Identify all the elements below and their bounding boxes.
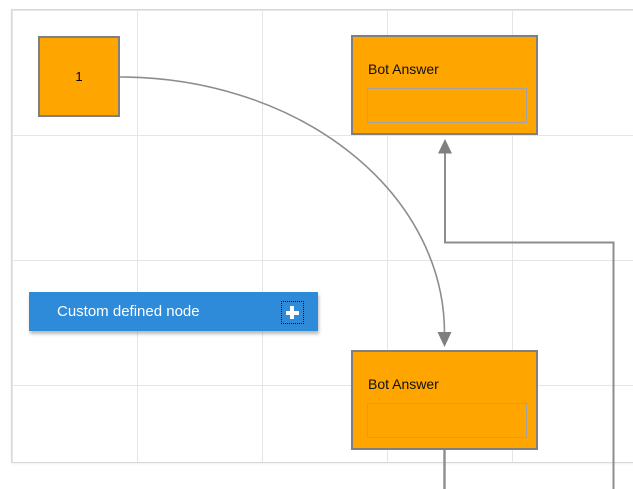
node-bot-answer-bottom[interactable]: Bot Answer	[351, 350, 538, 450]
bot-answer-top-title: Bot Answer	[368, 61, 439, 77]
bot-answer-bottom-title: Bot Answer	[368, 376, 439, 392]
bot-answer-top-input[interactable]	[367, 88, 527, 123]
plus-icon[interactable]	[281, 301, 304, 324]
node-bot-answer-top[interactable]: Bot Answer	[351, 35, 538, 135]
node-start[interactable]: 1	[38, 36, 120, 117]
custom-node-label: Custom defined node	[57, 303, 200, 320]
plus-icon-bar-vertical	[290, 306, 294, 319]
node-custom-defined[interactable]: Custom defined node	[29, 292, 318, 331]
bot-answer-bottom-input[interactable]	[367, 403, 527, 438]
node-start-label: 1	[75, 69, 83, 84]
